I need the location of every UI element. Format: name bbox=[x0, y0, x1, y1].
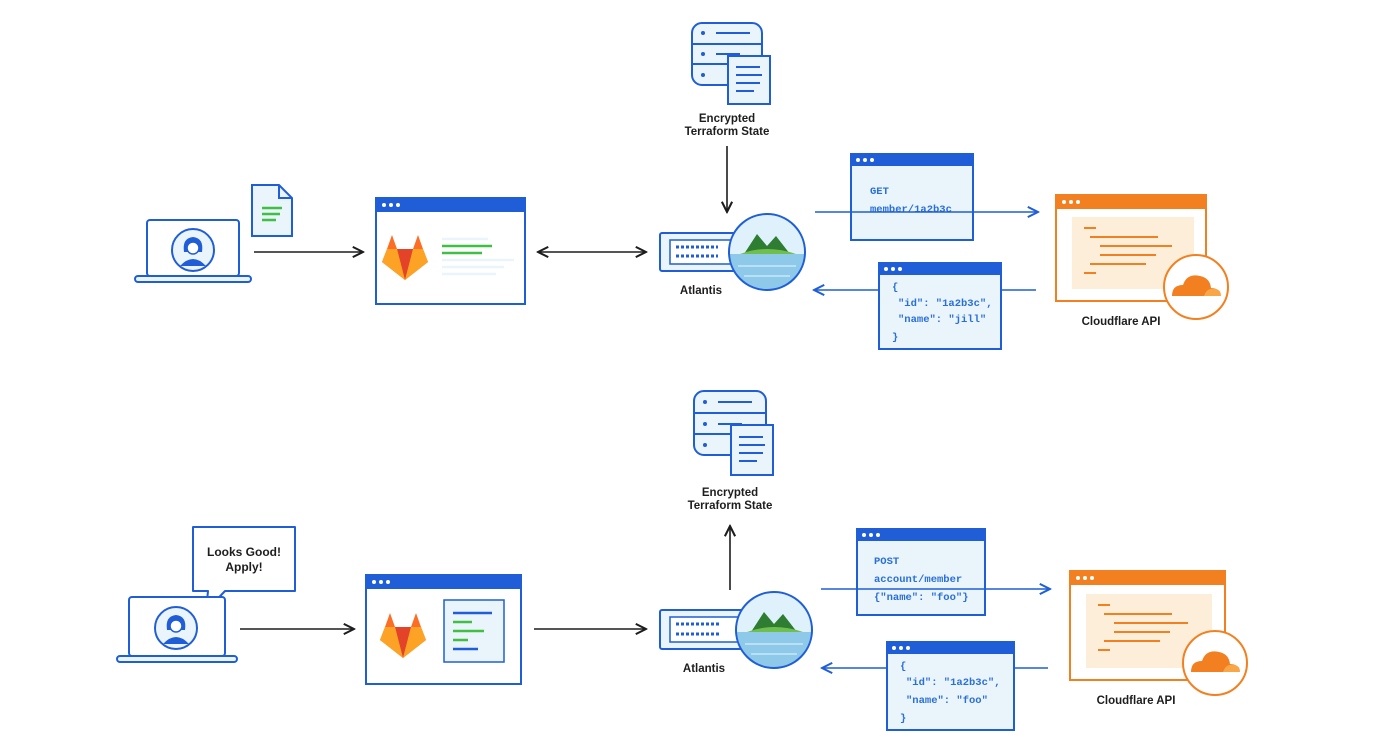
bottom-response-line-1: { bbox=[900, 661, 906, 673]
top-atlantis-label: Atlantis bbox=[680, 285, 722, 297]
bubble-line-2: Apply! bbox=[225, 560, 262, 574]
bottom-request-box: POST account/member {"name": "foo"} bbox=[856, 528, 986, 616]
database-icon bbox=[693, 390, 774, 476]
gitlab-browser-window bbox=[375, 197, 526, 305]
atlantis-island-icon bbox=[735, 591, 813, 669]
bottom-request-line-1: POST bbox=[874, 556, 899, 568]
bottom-response-line-2: "id": "1a2b3c", bbox=[906, 677, 1001, 689]
document-icon bbox=[251, 184, 293, 237]
bottom-request-line-3: {"name": "foo"} bbox=[874, 592, 969, 604]
cloudflare-cloud-icon bbox=[1182, 630, 1248, 696]
atlantis-island-icon bbox=[728, 213, 806, 291]
top-request-line-1: GET bbox=[870, 186, 889, 198]
bottom-flow: Looks Good! Apply! bbox=[116, 390, 1248, 731]
top-response-line-1: { bbox=[892, 282, 898, 294]
bottom-response-line-4: } bbox=[900, 713, 906, 725]
atlantis-server-icon bbox=[659, 609, 749, 650]
bottom-response-box: { "id": "1a2b3c", "name": "foo" } bbox=[886, 641, 1015, 731]
database-icon bbox=[691, 22, 771, 105]
bottom-cloudflare-label: Cloudflare API bbox=[1097, 695, 1176, 707]
bottom-state-label-line1: Encrypted bbox=[702, 487, 758, 499]
top-flow: Encrypted Terraform State Atlantis bbox=[134, 22, 1229, 350]
gitlab-icon bbox=[380, 613, 426, 658]
bottom-response-line-3: "name": "foo" bbox=[906, 695, 988, 707]
bottom-state-label-line2: Terraform State bbox=[688, 500, 773, 512]
top-cloudflare-label: Cloudflare API bbox=[1082, 316, 1161, 328]
user-avatar-icon bbox=[154, 606, 198, 650]
top-state-label-line1: Encrypted bbox=[699, 113, 755, 125]
top-request-line-2: member/1a2b3c bbox=[870, 204, 952, 216]
speech-bubble-icon: Looks Good! Apply! bbox=[192, 526, 296, 612]
top-request-box: GET member/1a2b3c bbox=[850, 153, 974, 241]
laptop-icon bbox=[116, 596, 238, 663]
top-state-label-line2: Terraform State bbox=[685, 126, 770, 138]
cloudflare-cloud-icon bbox=[1163, 254, 1229, 320]
gitlab-browser-window bbox=[365, 574, 522, 685]
laptop-icon bbox=[134, 219, 252, 283]
top-response-line-4: } bbox=[892, 332, 898, 344]
top-response-line-2: "id": "1a2b3c", bbox=[898, 298, 993, 310]
bottom-atlantis-label: Atlantis bbox=[683, 663, 725, 675]
gitlab-icon bbox=[382, 235, 428, 280]
user-avatar-icon bbox=[171, 228, 215, 272]
bubble-line-1: Looks Good! bbox=[207, 545, 281, 559]
bottom-request-line-2: account/member bbox=[874, 574, 962, 586]
top-response-box: { "id": "1a2b3c", "name": "jill" } bbox=[878, 262, 1002, 350]
top-response-line-3: "name": "jill" bbox=[898, 314, 986, 326]
